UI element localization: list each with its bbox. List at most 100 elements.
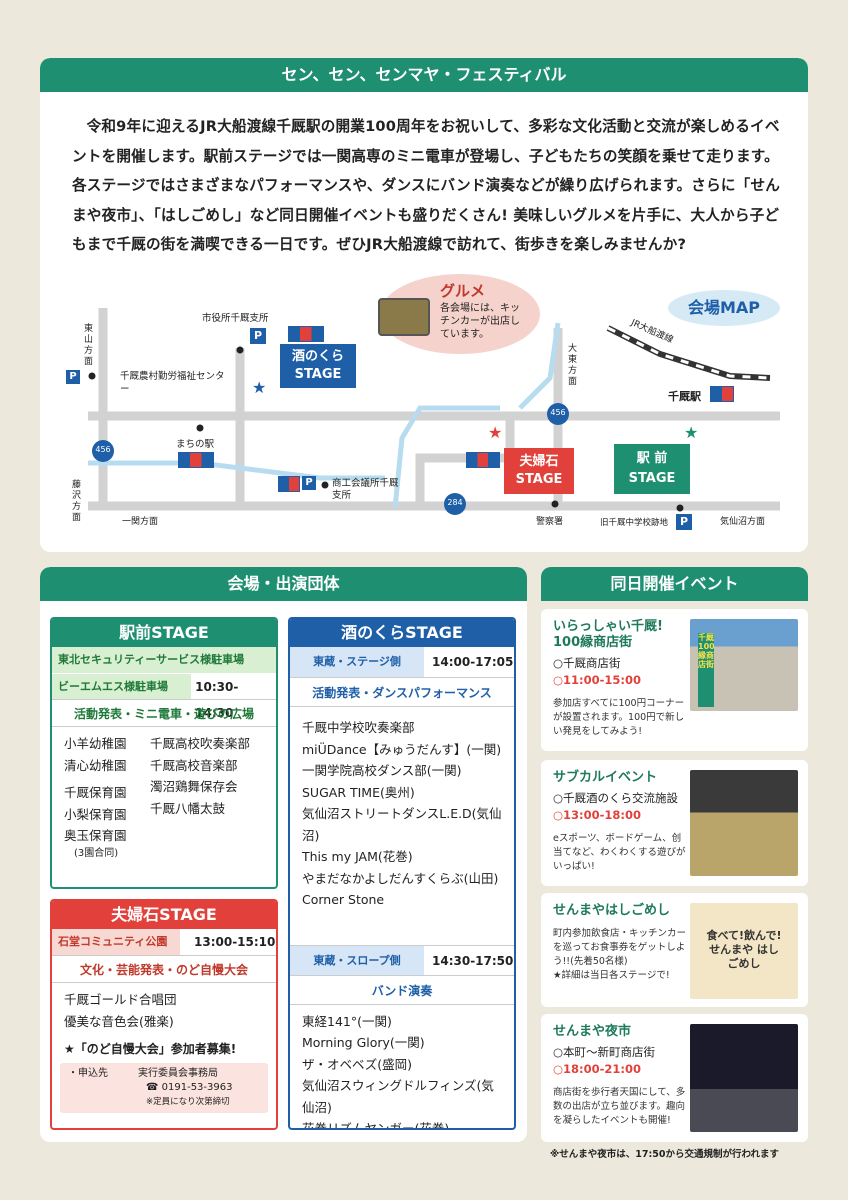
- list-item: ザ・オベベズ(盛岡): [302, 1056, 413, 1072]
- star-ekimae-icon: ★: [684, 423, 698, 442]
- stage-ekimae-box: 駅 前 STAGE: [614, 444, 690, 494]
- label-road456b: 456: [95, 445, 111, 454]
- ekimae-program: 活動発表・ミニ電車・遊びの広場: [52, 699, 276, 727]
- event-title: せんまやはしごめし: [553, 903, 671, 918]
- sakenokura-place2: 東蔵・スロープ側: [290, 945, 424, 975]
- event-card-100en: いらっしゃい千厩! 100縁商店街 ○千厩商店街 ○11:00-15:00 参加…: [541, 609, 808, 751]
- list-item: Corner Stone: [302, 892, 385, 907]
- list-item: 清心幼稚園: [64, 757, 127, 773]
- toilet-icon-d: [466, 452, 500, 468]
- ekimae-left-list: 小羊幼稚園 清心幼稚園 千厩保育園 小梨保育園 奥玉保育園 (3園合同): [64, 733, 150, 861]
- events-title: 同日開催イベント: [541, 567, 808, 601]
- route-284-badge: [444, 493, 466, 515]
- star-sakenokura-icon: ★: [252, 378, 266, 397]
- event-photo-shotengai: 千厩100縁商店街: [690, 619, 798, 711]
- list-item: miÜDance【みゅうだんす】(一関): [302, 741, 502, 757]
- parking-icon-a: P: [66, 370, 80, 384]
- meotoishi-place-row: 石堂コミュニティ公園 13:00-15:10: [52, 929, 276, 955]
- ekimae-sub1: 東北セキュリティーサービス様駐車場: [52, 647, 276, 673]
- meotoishi-stage-box: 夫婦石STAGE 石堂コミュニティ公園 13:00-15:10 文化・芸能発表・…: [50, 899, 278, 1130]
- event-description: 商店街を歩行者天国にして、多数の出店が立ち並びます。趣向を凝らしたイベントも開催…: [553, 1087, 686, 1126]
- parking-icon-c: P: [302, 476, 316, 490]
- meotoishi-time: 13:00-15:10: [194, 935, 276, 949]
- festival-intro: 令和9年に迎えるJR大船渡線千厩駅の開業100周年をお祝いして、多彩な文化活動と…: [72, 118, 781, 253]
- list-item: やまだなかよしだんすくらぶ(山田): [302, 870, 499, 886]
- sakenokura-stage-box: 酒のくらSTAGE 東蔵・ステージ側 14:00-17:05 活動発表・ダンスパ…: [288, 617, 516, 1130]
- stage-sakenokura-box: 酒のくら STAGE: [280, 344, 356, 388]
- toilet-icon-a: [288, 326, 324, 342]
- list-item: 千厩ゴールド合唱団: [64, 992, 177, 1007]
- list-item: 東経141°(一関): [302, 1013, 392, 1029]
- event-card-hashigomeshi: せんまやはしごめし 町内参加飲食店・キッチンカーを巡ってお食事券をゲットしよう!…: [541, 893, 808, 1007]
- ekimae-note: (3園合同): [74, 847, 119, 859]
- sakenokura-place2-row: 東蔵・スロープ側 14:30-17:50: [290, 944, 514, 975]
- list-item: 一関学院高校ダンス部(一関): [302, 763, 462, 778]
- label-higashiyama: 東山方面: [84, 324, 94, 367]
- events-footnote: ※せんまや夜市は、17:50から交通規制が行われます: [550, 1149, 780, 1160]
- list-item: 濁沼鶏舞保存会: [150, 779, 238, 794]
- label-keisatsu: 警察署: [536, 517, 564, 527]
- venue-map: ★ ★ ★ グルメ 各会場には、キッチンカーが出店しています。 会場MAP JR…: [40, 258, 808, 553]
- list-item: 千厩高校吹奏楽部: [150, 736, 251, 751]
- event-card-subcul: サブカルイベント ○千厩酒のくら交流施設 ○13:00-18:00 eスポーツ、…: [541, 760, 808, 886]
- apply-note: ※定員になり次第締切: [146, 1097, 230, 1107]
- list-item: 千厩高校音楽部: [150, 757, 238, 773]
- label-fujisawa: 藤沢方面: [72, 480, 82, 523]
- sakenokura-program2: バンド演奏: [290, 974, 514, 1005]
- meotoishi-recruit: ★「のど自慢大会」参加者募集!: [64, 1042, 237, 1056]
- toilet-icon-e: [710, 386, 734, 402]
- photo-poster-text: 食べて!飲んで!せんまや はしごめし: [706, 929, 782, 970]
- venues-title: 会場・出演団体: [40, 567, 527, 601]
- stage-meotoishi-box: 夫婦石 STAGE: [504, 448, 574, 494]
- ekimae-stage-box: 駅前STAGE 東北セキュリティーサービス様駐車場 ビーエムエス様駐車場 10:…: [50, 617, 278, 889]
- event-description: eスポーツ、ボードゲーム、创 当てなど、わくわくする遊びがいっぱい!: [553, 833, 686, 872]
- gourmet-title: グルメ: [440, 282, 486, 300]
- label-ofunato: 大東方面: [568, 344, 578, 387]
- sakenokura-time1: 14:00-17:05: [432, 655, 514, 669]
- event-photo-hashigomeshi: 食べて!飲んで!せんまや はしごめし: [690, 903, 798, 999]
- label-nouson: 千厩農村勤労福祉センター: [120, 371, 225, 395]
- list-item: Morning Glory(一関): [302, 1035, 425, 1050]
- list-item: 千厩保育園: [64, 785, 127, 800]
- list-item: 小羊幼稚園: [64, 736, 127, 751]
- route-456-badge-a: [547, 403, 569, 425]
- apply-label: ・申込先: [68, 1068, 108, 1079]
- label-kesennuma: 気仙沼方面: [720, 517, 766, 527]
- gourmet-text: 各会場には、キッチンカーが出店しています。: [440, 303, 520, 340]
- sakenokura-list1: 千厩中学校吹奏楽部 miÜDance【みゅうだんす】(一関) 一関学院高校ダンス…: [290, 707, 514, 917]
- label-road456a: 456: [550, 408, 566, 417]
- meotoishi-program: 文化・芸能発表・のど自慢大会: [52, 955, 276, 983]
- festival-title: セン、セン、センマヤ・フェスティバル: [40, 58, 808, 92]
- event-title: せんまや夜市: [553, 1024, 632, 1039]
- event-location: ○千厩酒のくら交流施設: [553, 791, 679, 805]
- ekimae-right-list: 千厩高校吹奏楽部 千厩高校音楽部 濁沼鶏舞保存会 千厩八幡太鼓: [150, 733, 250, 861]
- sakenokura-program1: 活動発表・ダンスパフォーマンス: [290, 677, 514, 707]
- parking-icon-d: P: [676, 514, 692, 530]
- event-time: ○18:00-21:00: [553, 1062, 642, 1076]
- event-photo-subcul: [690, 770, 798, 876]
- sakenokura-list2: 東経141°(一関) Morning Glory(一関) ザ・オベベズ(盛岡) …: [290, 1005, 514, 1129]
- event-title: サブカルイベント: [553, 770, 658, 785]
- list-item: 小梨保育園: [64, 806, 127, 822]
- list-item: This my JAM(花巻): [302, 849, 413, 864]
- label-shoko: 商工会議所千厩支所: [332, 478, 399, 501]
- label-machinoeki: まちの駅: [176, 439, 215, 450]
- event-location: ○千厩商店街: [553, 656, 621, 670]
- event-description: 参加店すべてに100円コーナーが設置されます。100円で新しい発見をしてみよう!: [553, 698, 685, 737]
- label-road284: 284: [447, 498, 463, 507]
- sakenokura-place1: 東蔵・ステージ側: [290, 647, 424, 677]
- meotoishi-stage-title: 夫婦石STAGE: [52, 901, 276, 929]
- meotoishi-list: 千厩ゴールド合唱団 優美な音色会(雅楽): [52, 983, 276, 1038]
- ekimae-stage-title: 駅前STAGE: [52, 619, 276, 647]
- list-item: 気仙沼スウィングドルフィンズ(気仙沼): [302, 1078, 494, 1115]
- map-title: 会場MAP: [668, 290, 780, 326]
- event-time: ○11:00-15:00: [553, 673, 642, 687]
- label-station: 千厩駅: [668, 390, 701, 403]
- meotoishi-place: 石堂コミュニティ公園: [52, 929, 180, 955]
- list-item: 優美な音色会(雅楽): [64, 1013, 174, 1029]
- star-meotoishi-icon: ★: [488, 423, 502, 442]
- toilet-icon-c: [278, 476, 300, 492]
- apply-tel: ☎ 0191-53-3963: [146, 1082, 233, 1093]
- route-456-badge-b: [92, 440, 114, 462]
- sakenokura-stage-title: 酒のくらSTAGE: [290, 619, 514, 647]
